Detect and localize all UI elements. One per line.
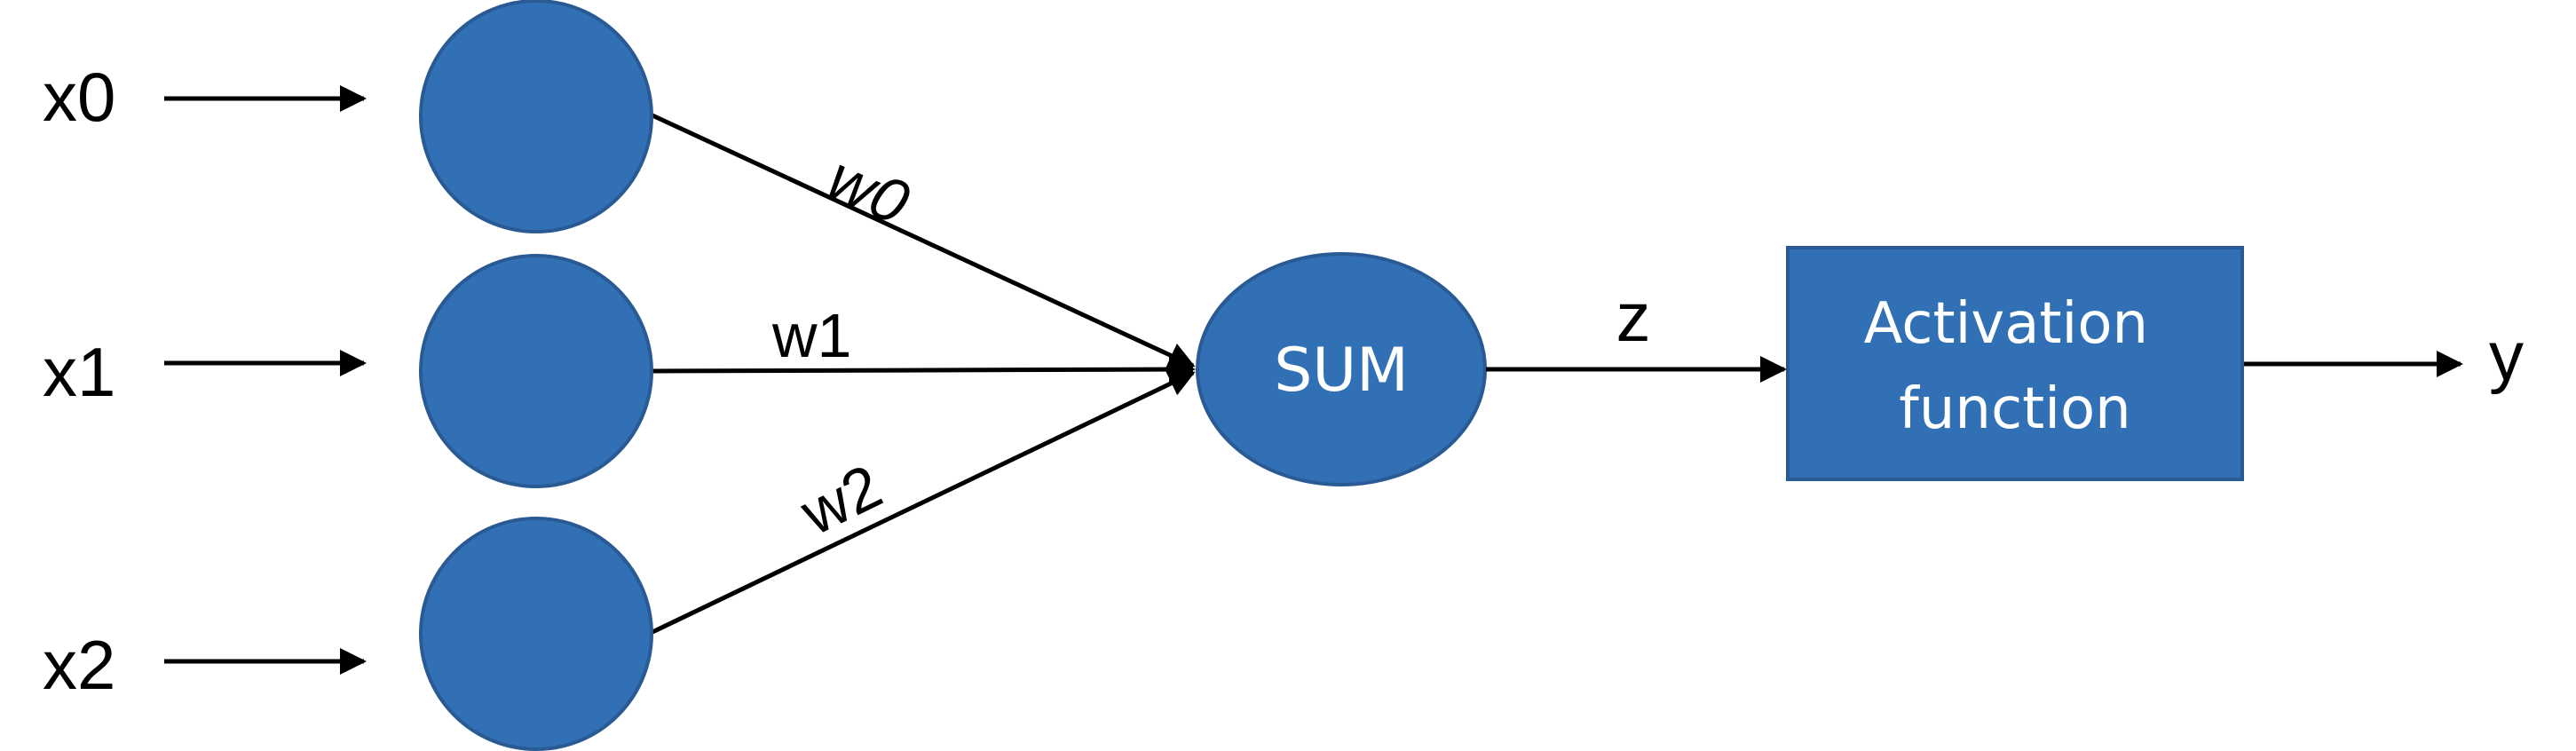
activation-function-label: Activation function [1864,291,2167,442]
input-neuron-1 [419,254,653,488]
activation-function-box [1786,246,2244,481]
sum-output-label: z [1616,278,1651,356]
weight-label-w0: w0 [818,142,920,238]
input-neuron-2 [419,517,653,751]
input-label-x2: x2 [43,626,115,704]
weight-label-w2: w2 [789,451,892,549]
input-label-x0: x0 [43,58,115,136]
sum-node-label: SUM [1274,336,1409,406]
activation-label-line-1: Activation [1864,291,2148,357]
weight-edge-w2 [651,370,1196,635]
activation-label-line-2: function [1899,376,2130,442]
input-neuron-0 [419,0,653,233]
weight-edge-w0 [651,113,1196,368]
weight-label-w1: w1 [771,301,851,370]
weight-edge-w1 [652,356,1196,383]
output-label: y [2489,317,2524,395]
sum-node [1196,252,1487,486]
input-label-x1: x1 [43,333,115,411]
